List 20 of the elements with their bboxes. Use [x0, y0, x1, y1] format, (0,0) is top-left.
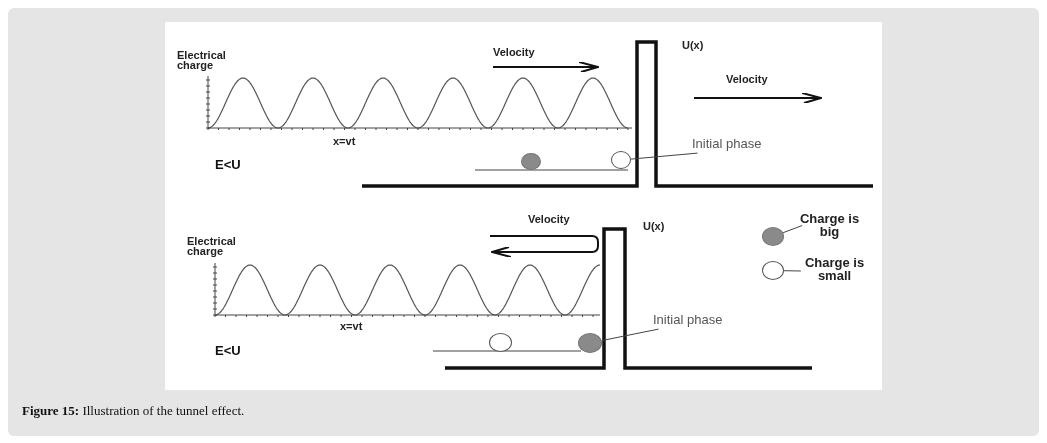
direction-label: Velocity [528, 214, 570, 224]
figure-caption: Figure 15: Illustration of the tunnel effect. [22, 403, 245, 419]
leader-text: Initial phase [653, 312, 763, 330]
direction-label: Velocity [493, 47, 535, 57]
leader-text: Charge is big [797, 212, 862, 242]
potential-label: U(x) [643, 221, 665, 231]
condition-label: E<U [215, 343, 241, 358]
axis-label: Electrical charge [187, 236, 237, 256]
axis-label: x=vt [333, 136, 356, 146]
leader-text: Charge is small [797, 256, 872, 286]
axis-label: x=vt [340, 321, 363, 331]
leader-line [601, 328, 659, 342]
leader-line [782, 225, 803, 234]
leader-line [783, 270, 802, 272]
condition-label: E<U [215, 157, 241, 172]
potential-label: U(x) [682, 40, 704, 50]
leader-line [630, 152, 698, 160]
direction-label: Velocity [726, 74, 768, 84]
axis-label: Electrical charge [177, 50, 227, 70]
leader-text: Initial phase [692, 136, 802, 154]
